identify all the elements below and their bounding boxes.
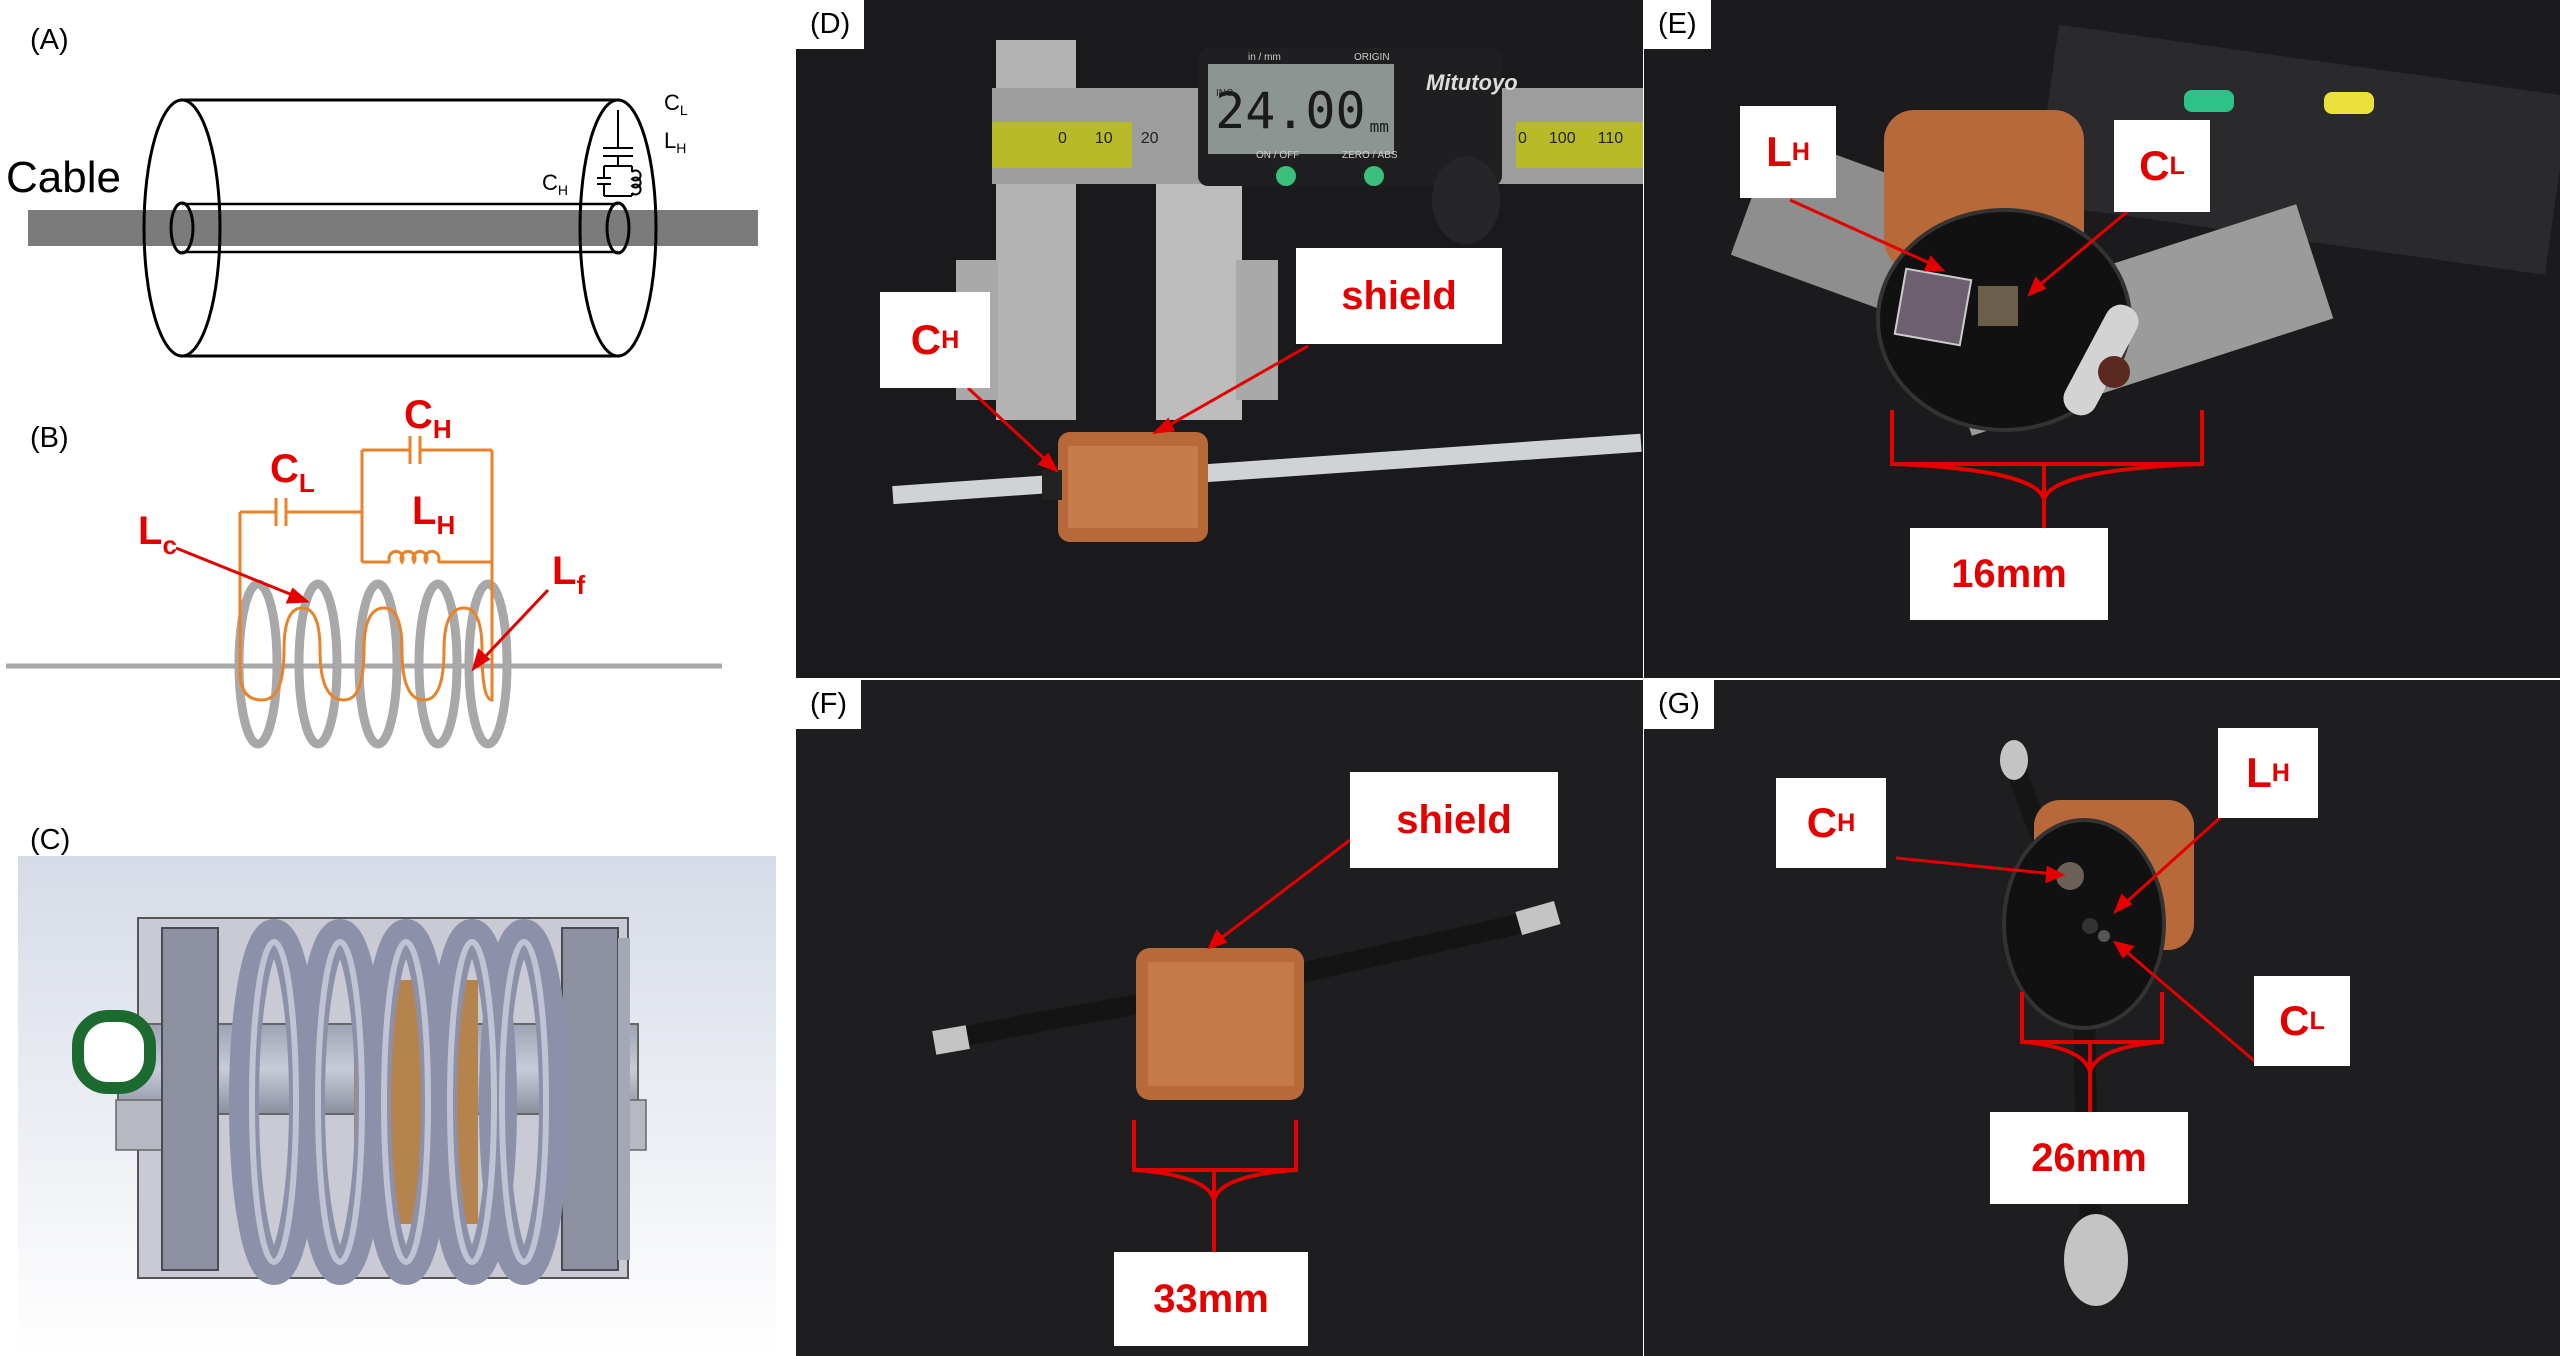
panel-b-letter: (B) — [30, 422, 69, 454]
photo-g — [1644, 680, 2560, 1356]
panel-f-letter: (F) — [796, 680, 862, 729]
caliper-readout: 24.00 mm — [1215, 76, 1389, 146]
caliper-onoff-label: ON / OFF — [1256, 150, 1300, 161]
panel-b: (B) — [0, 400, 780, 800]
panel-f: (F) shield 33mm — [796, 680, 1643, 1356]
cad-model — [18, 856, 776, 1356]
caliper-readout-value: 24.00 — [1215, 82, 1366, 140]
ch-label-b: CH — [404, 400, 452, 444]
cable-label: Cable — [6, 153, 121, 202]
shield-callout-f: shield — [1350, 772, 1558, 868]
green-loop — [72, 1010, 156, 1094]
panel-a-letter: (A) — [30, 24, 69, 56]
shield-right-end — [578, 98, 658, 358]
caliper-scale-tick: 10 — [1094, 130, 1113, 147]
caliper-scale-tick: 20 — [1140, 130, 1159, 147]
panel-c: (C) — [0, 810, 780, 1356]
caliper-scale-tick: 100 — [1548, 130, 1576, 147]
right-end-cap — [561, 927, 619, 1271]
lf-label-b: Lf — [552, 549, 585, 600]
caliper-units-label: in / mm — [1248, 52, 1281, 63]
panel-d-letter: (D) — [796, 0, 865, 49]
dim-callout-f: 33mm — [1114, 1252, 1308, 1346]
dim-callout-e: 16mm — [1910, 528, 2108, 620]
caliper-brand: Mitutoyo — [1426, 70, 1518, 95]
caliper-readout-unit: mm — [1369, 117, 1389, 136]
caliper-scale-tick: 110 — [1597, 130, 1624, 147]
caliper-scale-right: 0 100 110 — [1518, 130, 1643, 148]
cl-label-a: CL — [664, 90, 688, 118]
panel-e-letter: (E) — [1644, 0, 1711, 49]
caliper-mode: INC — [1216, 88, 1234, 99]
panel-a: (A) Cable CL LH CH — [0, 0, 780, 400]
caliper-scale-left: 0 10 20 — [1058, 130, 1198, 148]
cable-schematic: Cable CL LH CH — [6, 90, 758, 358]
lh-label-a: LH — [664, 128, 686, 156]
resonant-circuit-symbol — [597, 110, 642, 197]
caliper-scale-tick: 0 — [1518, 130, 1527, 147]
panel-c-letter: (C) — [30, 824, 71, 856]
cad-helix — [229, 919, 569, 1285]
caliper-lcd — [1208, 64, 1394, 154]
circuit-diagram: CL CH LH Lc Lf — [6, 400, 722, 749]
shield-callout-d: shield — [1296, 248, 1502, 344]
left-end-cap — [161, 927, 219, 1271]
cl-label-b: CL — [270, 447, 315, 498]
panel-d: (D) 24.00 mm Mitutoyo INC in / mm ORIGIN… — [796, 0, 1643, 678]
lh-label-b: LH — [412, 489, 455, 540]
lc-circuit-wiring — [238, 436, 494, 702]
caliper-origin-label: ORIGIN — [1354, 52, 1390, 63]
lc-label-b: Lc — [138, 509, 177, 560]
caliper-zero-label: ZERO / ABS — [1342, 150, 1398, 161]
helical-coil — [234, 579, 512, 749]
dim-callout-g: 26mm — [1990, 1112, 2188, 1204]
panel-g-letter: (G) — [1644, 680, 1714, 729]
shield-left-end — [142, 98, 222, 358]
caliper-scale-tick: 0 — [1058, 130, 1067, 147]
cable-bar — [28, 210, 758, 246]
ch-label-a: CH — [542, 170, 568, 198]
